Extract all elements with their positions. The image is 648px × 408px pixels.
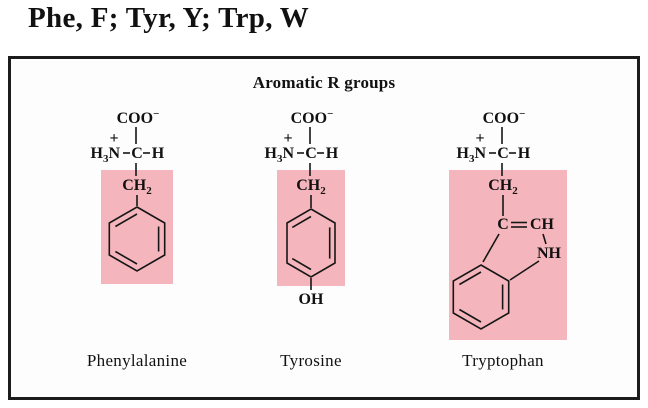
phe-bonds xyxy=(108,127,166,272)
trp-alpha-h-label: H xyxy=(518,145,531,162)
tryptophan-structure: COO− + H3N C H CH2 C CH NH xyxy=(449,108,567,340)
tyr-alpha-h-label: H xyxy=(326,145,339,162)
tyr-amino-label: H3N xyxy=(264,145,294,165)
phenylalanine-column: COO− + H3N C H CH2 Phenylalanine xyxy=(37,97,237,371)
panel-header: Aromatic R groups xyxy=(252,73,396,92)
molecule-name-tyrosine: Tyrosine xyxy=(280,351,342,370)
trp-plus-charge: + xyxy=(475,130,484,147)
tyrosine-column: COO− + H3N C H CH2 OH Tyrosine xyxy=(211,97,411,371)
phenylalanine-structure: COO− + H3N C H CH2 xyxy=(90,108,173,284)
page-title: Phe, F; Tyr, Y; Trp, W xyxy=(28,2,310,34)
trp-benzene-ring xyxy=(452,264,510,330)
tyr-r-group-highlight xyxy=(277,170,345,286)
trp-carboxyl-label: COO− xyxy=(483,108,526,127)
trp-ring-ch-label: CH xyxy=(530,216,555,233)
tryptophan-column: COO− + H3N C H CH2 C CH NH Tryptophan xyxy=(403,97,603,371)
trp-alpha-carbon-label: C xyxy=(497,145,509,162)
molecule-name-phenylalanine: Phenylalanine xyxy=(86,351,188,370)
phe-carboxyl-label: COO− xyxy=(117,108,160,127)
tyr-bonds xyxy=(286,127,336,290)
tyr-alpha-carbon-label: C xyxy=(305,145,317,162)
phe-r-group-highlight xyxy=(101,170,173,284)
tyr-benzene-ring xyxy=(286,208,336,278)
trp-ring-nh-label: NH xyxy=(537,245,562,262)
tyr-ch2-label: CH2 xyxy=(296,177,326,197)
trp-amino-label: H3N xyxy=(456,145,486,165)
phe-ch2-label: CH2 xyxy=(122,177,152,197)
trp-ch2-label: CH2 xyxy=(488,177,518,197)
aromatic-r-groups-panel: Aromatic R groups COO− + H3N C H CH2 Phe… xyxy=(8,56,640,400)
molecule-name-tryptophan: Tryptophan xyxy=(462,351,544,370)
tyrosine-structure: COO− + H3N C H CH2 OH xyxy=(264,108,345,308)
phe-benzene-ring xyxy=(108,206,166,272)
tyr-carboxyl-label: COO− xyxy=(291,108,334,127)
tyr-hydroxyl-label: OH xyxy=(299,291,324,308)
phe-amino-label: H3N xyxy=(90,145,120,165)
trp-ring-c-label: C xyxy=(497,216,509,233)
trp-bonds xyxy=(452,127,547,330)
phe-plus-charge: + xyxy=(109,130,118,147)
phe-alpha-h-label: H xyxy=(152,145,165,162)
tyr-plus-charge: + xyxy=(283,130,292,147)
phe-alpha-carbon-label: C xyxy=(131,145,143,162)
